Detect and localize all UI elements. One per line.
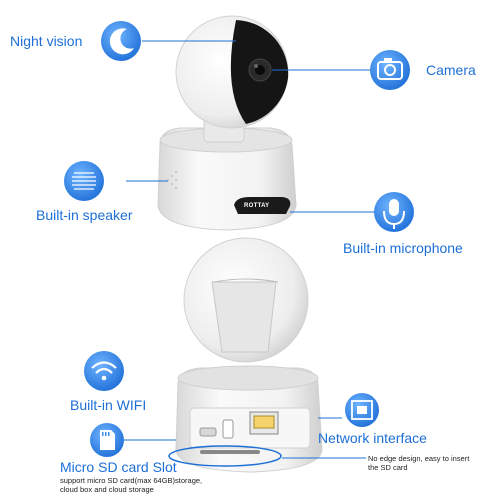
label-night-vision: Night vision [10, 33, 83, 49]
sd-note-line-1: support micro SD card(max 64GB)storage, [60, 476, 203, 485]
sd-note-line-2: cloud box and cloud storage [60, 485, 154, 494]
microphone-icon [374, 192, 414, 232]
label-built-in-microphone: Built-in microphone [343, 240, 463, 256]
label-built-in-speaker: Built-in speaker [36, 207, 133, 223]
wifi-icon [84, 351, 124, 391]
camera-rear-view [168, 237, 323, 473]
moon-icon [101, 21, 141, 61]
camera-front-view [157, 15, 297, 231]
brand-logo: ROTTAY [244, 203, 270, 209]
camera-icon [370, 50, 410, 90]
edge-note-line-2: the SD card [368, 463, 408, 472]
label-camera: Camera [426, 62, 476, 78]
leader-lines [124, 40, 374, 459]
label-network-interface: Network interface [318, 430, 427, 446]
sd-card-icon [90, 423, 124, 457]
speaker-icon [64, 161, 104, 201]
edge-note-line-1: No edge design, easy to insert [368, 454, 470, 463]
label-micro-sd-slot: Micro SD card Slot [60, 459, 177, 475]
network-port-icon [345, 393, 379, 427]
label-built-in-wifi: Built-in WIFI [70, 397, 147, 413]
